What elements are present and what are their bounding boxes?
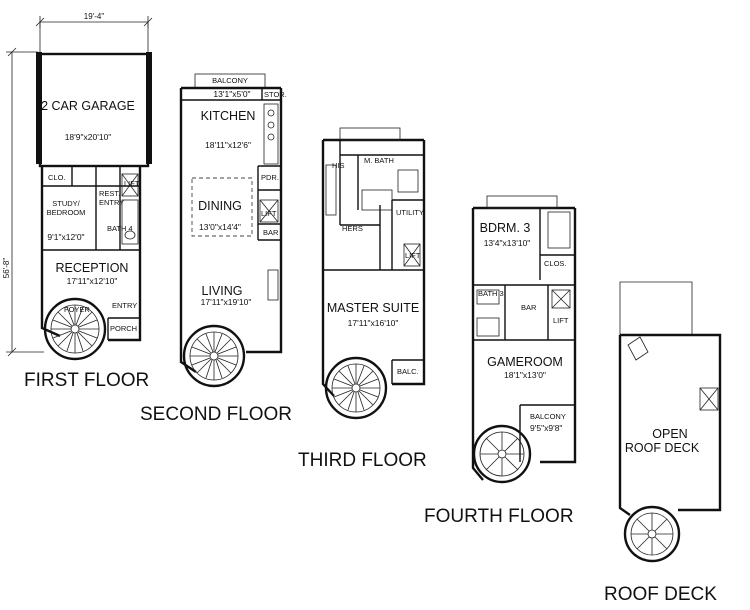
closet-label: CLOS. bbox=[544, 259, 567, 268]
bedroom-label: BEDROOM bbox=[47, 208, 86, 217]
overall-width-dimension: 19'-4" bbox=[35, 12, 153, 52]
third-floor-title: THIRD FLOOR bbox=[298, 450, 427, 471]
study-label: STUDY/ bbox=[52, 199, 80, 208]
powder-room-label: PDR. bbox=[261, 173, 279, 182]
closet-label: CLO. bbox=[48, 173, 66, 182]
overall-depth-dimension: 56'-8" bbox=[2, 47, 44, 357]
gameroom-dimension: 18'1"x13'0" bbox=[504, 370, 546, 380]
hers-closet-label: HERS bbox=[342, 224, 363, 233]
balcony-label: BALCONY bbox=[212, 76, 248, 85]
bar-label: BAR bbox=[263, 228, 279, 237]
entry-label: ENTRY bbox=[112, 301, 137, 310]
fourth-floor-title: FOURTH FLOOR bbox=[424, 506, 574, 527]
bar-label: BAR bbox=[521, 303, 537, 312]
dining-label: DINING bbox=[198, 199, 242, 213]
bath-3-label: BATH 3 bbox=[478, 289, 504, 298]
roof-deck-label: ROOF DECK bbox=[625, 441, 700, 455]
living-dimension: 17'11"x19'10" bbox=[201, 297, 252, 307]
second-floor-title: SECOND FLOOR bbox=[140, 404, 292, 425]
gameroom-label: GAMEROOM bbox=[487, 355, 563, 369]
fourth-floor-plan: BDRM. 3 13'4"x13'10" CLOS. BATH 3 BAR LI… bbox=[424, 195, 577, 527]
second-floor-plan: BALCONY 13'1"x5'0" STOR. KITCHEN 18'11"x… bbox=[140, 73, 292, 425]
entry-small-label: ENTRY bbox=[99, 198, 124, 207]
lift-label: LIFT bbox=[261, 209, 277, 218]
open-label: OPEN bbox=[652, 427, 687, 441]
reception-label: RECEPTION bbox=[56, 261, 129, 275]
foyer-label: FOYER bbox=[64, 305, 90, 314]
garage-dimension: 18'9"x20'10" bbox=[65, 132, 112, 142]
overall-width-label: 19'-4" bbox=[84, 12, 105, 21]
balcony-label: BALCONY bbox=[530, 412, 566, 421]
kitchen-dimension: 18'11"x12'6" bbox=[205, 140, 251, 150]
balcony-dimension: 9'5"x9'8" bbox=[530, 423, 562, 433]
rest-label: REST. bbox=[99, 189, 120, 198]
his-closet-label: HIS bbox=[332, 161, 345, 170]
balcony-dimension: 13'1"x5'0" bbox=[213, 89, 250, 99]
balcony-label: BALC. bbox=[397, 367, 419, 376]
lift-label: LIFT bbox=[124, 179, 140, 188]
lift-label: LIFT bbox=[553, 316, 569, 325]
third-floor-plan: HIS M. BATH HERS UTILITY LIFT MASTER SUI… bbox=[298, 127, 427, 471]
living-label: LIVING bbox=[202, 284, 243, 298]
lift-label: LIFT bbox=[405, 251, 421, 260]
garage-label: 2 CAR GARAGE bbox=[41, 99, 135, 113]
bedroom-3-dimension: 13'4"x13'10" bbox=[484, 238, 531, 248]
bath-label: BATH 4 bbox=[107, 224, 133, 233]
bedroom-3-label: BDRM. 3 bbox=[480, 221, 531, 235]
roof-deck-plan: OPEN ROOF DECK ROOF DECK bbox=[604, 281, 722, 605]
kitchen-label: KITCHEN bbox=[201, 109, 256, 123]
porch-label: PORCH bbox=[110, 324, 137, 333]
storage-label: STOR. bbox=[264, 90, 287, 99]
dining-dimension: 13'0"x14'4" bbox=[199, 222, 241, 232]
first-floor-plan: 2 CAR GARAGE 18'9"x20'10" CLO. REST. ENT… bbox=[24, 52, 152, 391]
study-dimension: 9'1"x12'0" bbox=[47, 232, 84, 242]
master-bath-label: M. BATH bbox=[364, 156, 394, 165]
utility-label: UTILITY bbox=[396, 208, 424, 217]
reception-dimension: 17'11"x12'10" bbox=[67, 276, 118, 286]
overall-depth-label: 56'-8" bbox=[2, 258, 11, 279]
first-floor-title: FIRST FLOOR bbox=[24, 370, 149, 391]
master-suite-dimension: 17'11"x16'10" bbox=[348, 318, 399, 328]
roof-deck-title: ROOF DECK bbox=[604, 584, 717, 605]
master-suite-label: MASTER SUITE bbox=[327, 301, 419, 315]
